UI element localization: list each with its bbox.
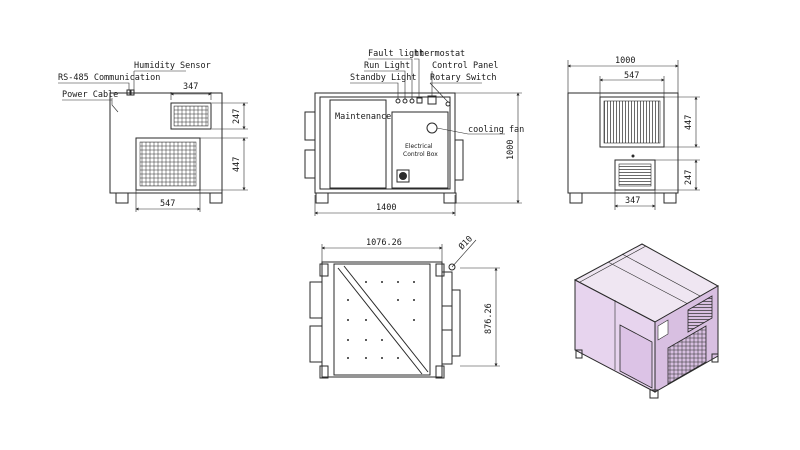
front-view: Maintenance Electrical Control Box Fault… <box>304 49 524 216</box>
dim-right-total-width: 1000 <box>615 56 635 66</box>
isometric-view <box>573 243 720 399</box>
label-humidity-sensor: Humidity Sensor <box>134 61 211 71</box>
label-fault-light: Fault light <box>368 49 424 59</box>
label-electrical: Electrical <box>405 143 433 150</box>
dim-left-top-width: 347 <box>183 82 198 92</box>
right-bottom-grille <box>618 163 652 187</box>
left-top-grille-frame <box>170 102 212 130</box>
dim-left-bottom-width: 547 <box>160 199 175 209</box>
dim-right-top-height: 447 <box>684 115 694 130</box>
label-thermostat: thermostat <box>414 49 465 59</box>
right-side-view: 1000 547 447 247 347 <box>567 56 700 210</box>
label-control-panel: Control Panel <box>432 61 499 71</box>
dim-right-top-width: 547 <box>624 71 639 81</box>
label-standby-light: Standby Light <box>350 73 417 83</box>
left-bottom-grille-frame <box>135 137 201 191</box>
dim-front-height: 1000 <box>506 140 516 160</box>
iso-bottom-grille <box>667 325 707 385</box>
label-rotary-switch: Rotary Switch <box>430 73 497 83</box>
left-side-view: Humidity Sensor RS-485 Communication Pow… <box>58 61 248 212</box>
left-body <box>109 92 223 194</box>
right-top-louver-frame <box>599 96 665 148</box>
front-body <box>314 92 456 194</box>
left-foot-left <box>115 192 129 204</box>
iso-top-louver <box>687 295 713 333</box>
dim-right-bottom-width: 347 <box>625 196 640 206</box>
maintenance-panel <box>329 99 387 189</box>
iso-control-box <box>619 324 653 389</box>
bolt-hole-icon <box>448 263 456 271</box>
top-body <box>321 261 443 378</box>
right-bottom-grille-frame <box>614 159 656 191</box>
label-control-box: Control Box <box>403 151 438 158</box>
cooling-fan-icon <box>426 122 438 134</box>
left-top-grille <box>173 105 209 127</box>
label-maintenance: Maintenance <box>335 112 391 122</box>
label-cooling-fan: cooling fan <box>468 125 524 135</box>
top-view: 1076.26 Ø10 876.26 <box>309 233 500 379</box>
left-foot-right <box>209 192 223 204</box>
dim-top-height: 876.26 <box>484 303 494 334</box>
dim-top-width: 1076.26 <box>366 238 402 248</box>
label-power-cable: Power Cable <box>62 90 118 100</box>
dim-front-width: 1400 <box>376 203 396 213</box>
power-cable-line <box>111 98 119 113</box>
right-body <box>567 92 679 194</box>
dim-left-top-height: 247 <box>232 109 242 124</box>
dim-right-bottom-height: 247 <box>684 170 694 185</box>
label-rs485: RS-485 Communication <box>58 73 160 83</box>
left-bottom-grille <box>139 141 197 187</box>
right-top-louver <box>603 100 661 144</box>
label-run-light: Run Light <box>364 61 410 71</box>
dim-left-bottom-height: 447 <box>232 157 242 172</box>
control-box <box>391 111 449 189</box>
dim-top-hole: Ø10 <box>456 233 475 252</box>
